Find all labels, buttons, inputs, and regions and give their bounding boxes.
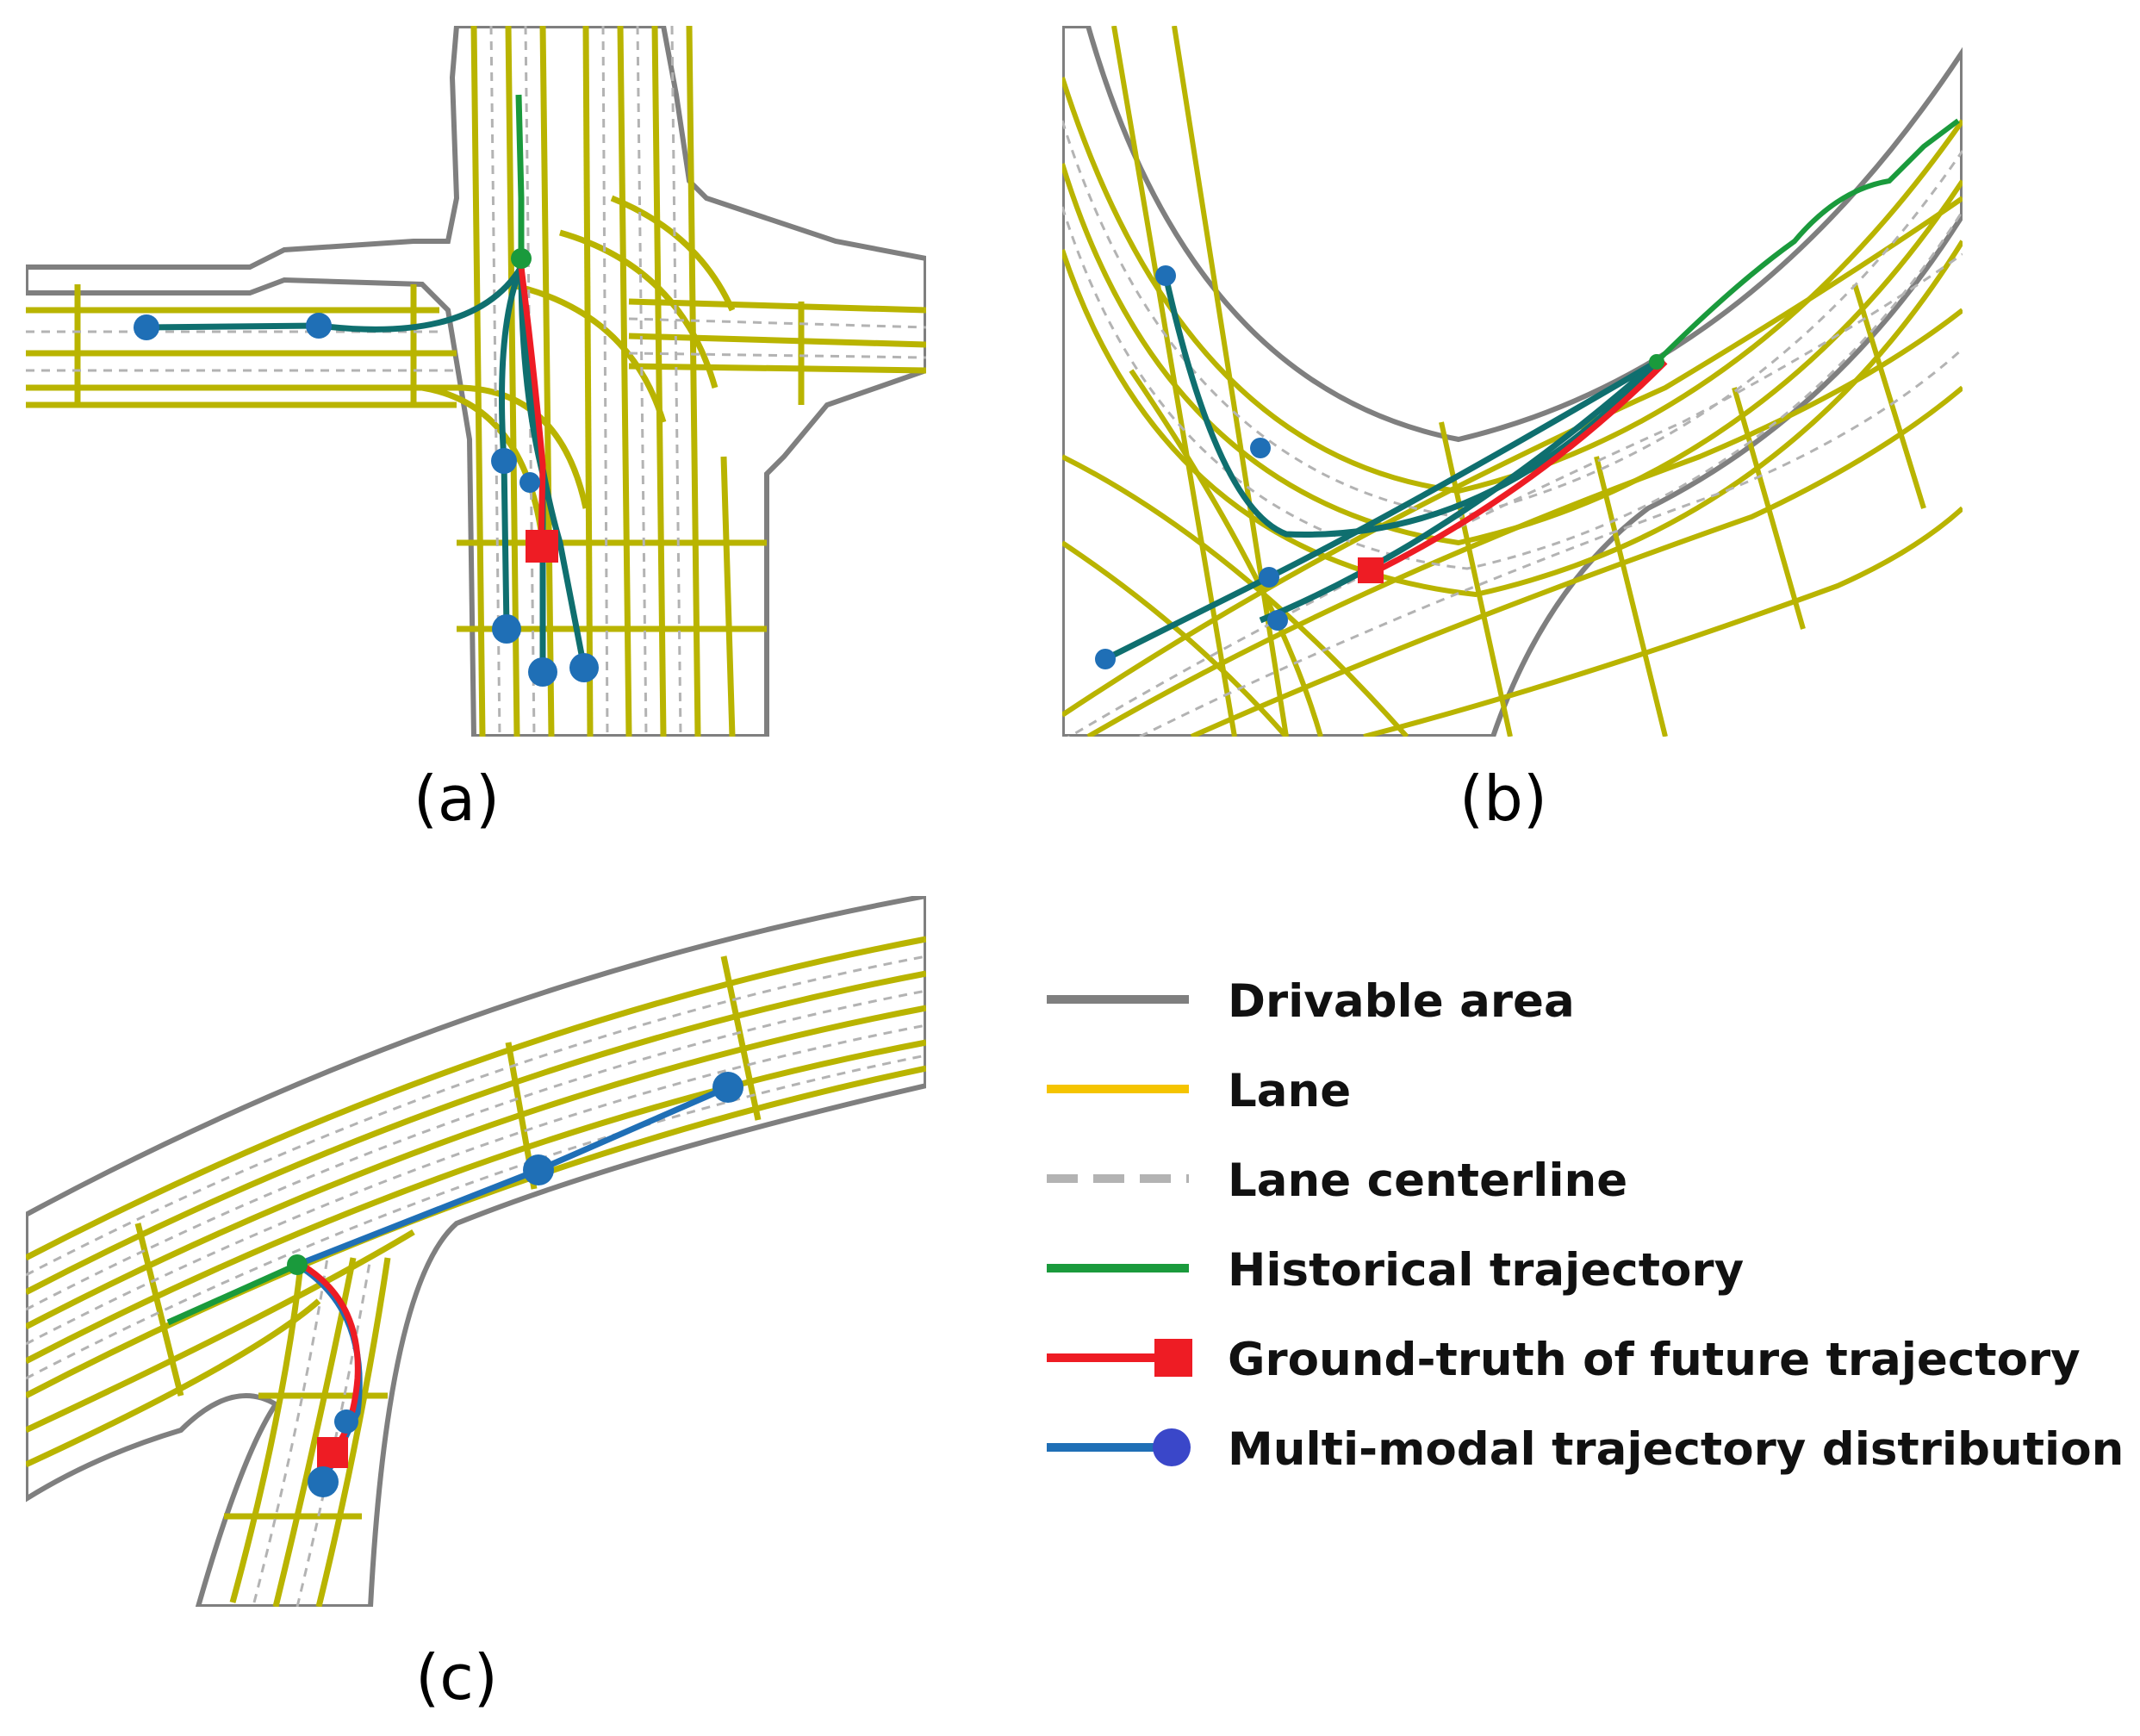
historical-trajectory-swatch <box>1047 1264 1189 1272</box>
legend-item-lane-centerline: Lane centerline <box>1042 1144 2128 1234</box>
multimodal-points-c <box>287 1072 743 1497</box>
multimodal-trajectories-b <box>1104 275 1659 663</box>
drivable-area-b <box>1062 26 1963 737</box>
historical-trajectory-b <box>1654 118 1960 364</box>
legend-label-ground-truth: Ground-truth of future trajectory <box>1228 1334 2081 1386</box>
legend-item-drivable-area: Drivable area <box>1042 965 2128 1055</box>
multimodal-swatch <box>1047 1428 1191 1466</box>
drivable-area-swatch <box>1047 995 1189 1004</box>
ground-truth-endpoint-a <box>526 530 558 563</box>
legend-label-multimodal: Multi-modal trajectory distribution <box>1228 1423 2124 1476</box>
multimodal-points-b <box>1095 265 1664 669</box>
legend: Drivable area Lane Lane centerline Histo… <box>1042 965 2128 1503</box>
lanes-a <box>26 26 926 737</box>
panel-c-svg <box>26 896 926 1607</box>
legend-item-historical: Historical trajectory <box>1042 1234 2128 1323</box>
panel-c-merge <box>26 896 926 1607</box>
legend-label-lane: Lane <box>1228 1065 1352 1117</box>
caption-c: (c) <box>415 1641 498 1714</box>
panel-b-curve <box>1062 26 1963 737</box>
lane-swatch <box>1047 1085 1189 1093</box>
caption-b: (b) <box>1459 762 1547 835</box>
legend-item-multimodal: Multi-modal trajectory distribution <box>1042 1413 2128 1503</box>
caption-a: (a) <box>413 762 501 835</box>
ground-truth-b <box>1358 359 1668 583</box>
legend-item-ground-truth: Ground-truth of future trajectory <box>1042 1323 2128 1413</box>
panel-a-intersection <box>26 26 926 737</box>
historical-trajectory-c <box>166 1261 299 1326</box>
lanes-b <box>1062 26 1963 737</box>
ground-truth-endpoint-c <box>317 1437 348 1468</box>
ground-truth-a <box>518 266 558 563</box>
panel-a-svg <box>26 26 926 737</box>
legend-item-lane: Lane <box>1042 1055 2128 1144</box>
legend-label-lane-centerline: Lane centerline <box>1228 1154 1628 1207</box>
legend-label-drivable-area: Drivable area <box>1228 975 1575 1028</box>
panel-b-svg <box>1062 26 1963 737</box>
historical-trajectory-a <box>515 94 525 258</box>
legend-label-historical: Historical trajectory <box>1228 1244 1745 1297</box>
lane-centerline-swatch <box>1047 1174 1189 1183</box>
ground-truth-endpoint-b <box>1358 557 1384 583</box>
centerlines-c <box>26 955 926 1607</box>
lanes-c <box>26 936 926 1607</box>
multimodal-points-a <box>134 248 599 687</box>
ground-truth-swatch <box>1047 1339 1192 1377</box>
drivable-area-c <box>26 896 926 1607</box>
